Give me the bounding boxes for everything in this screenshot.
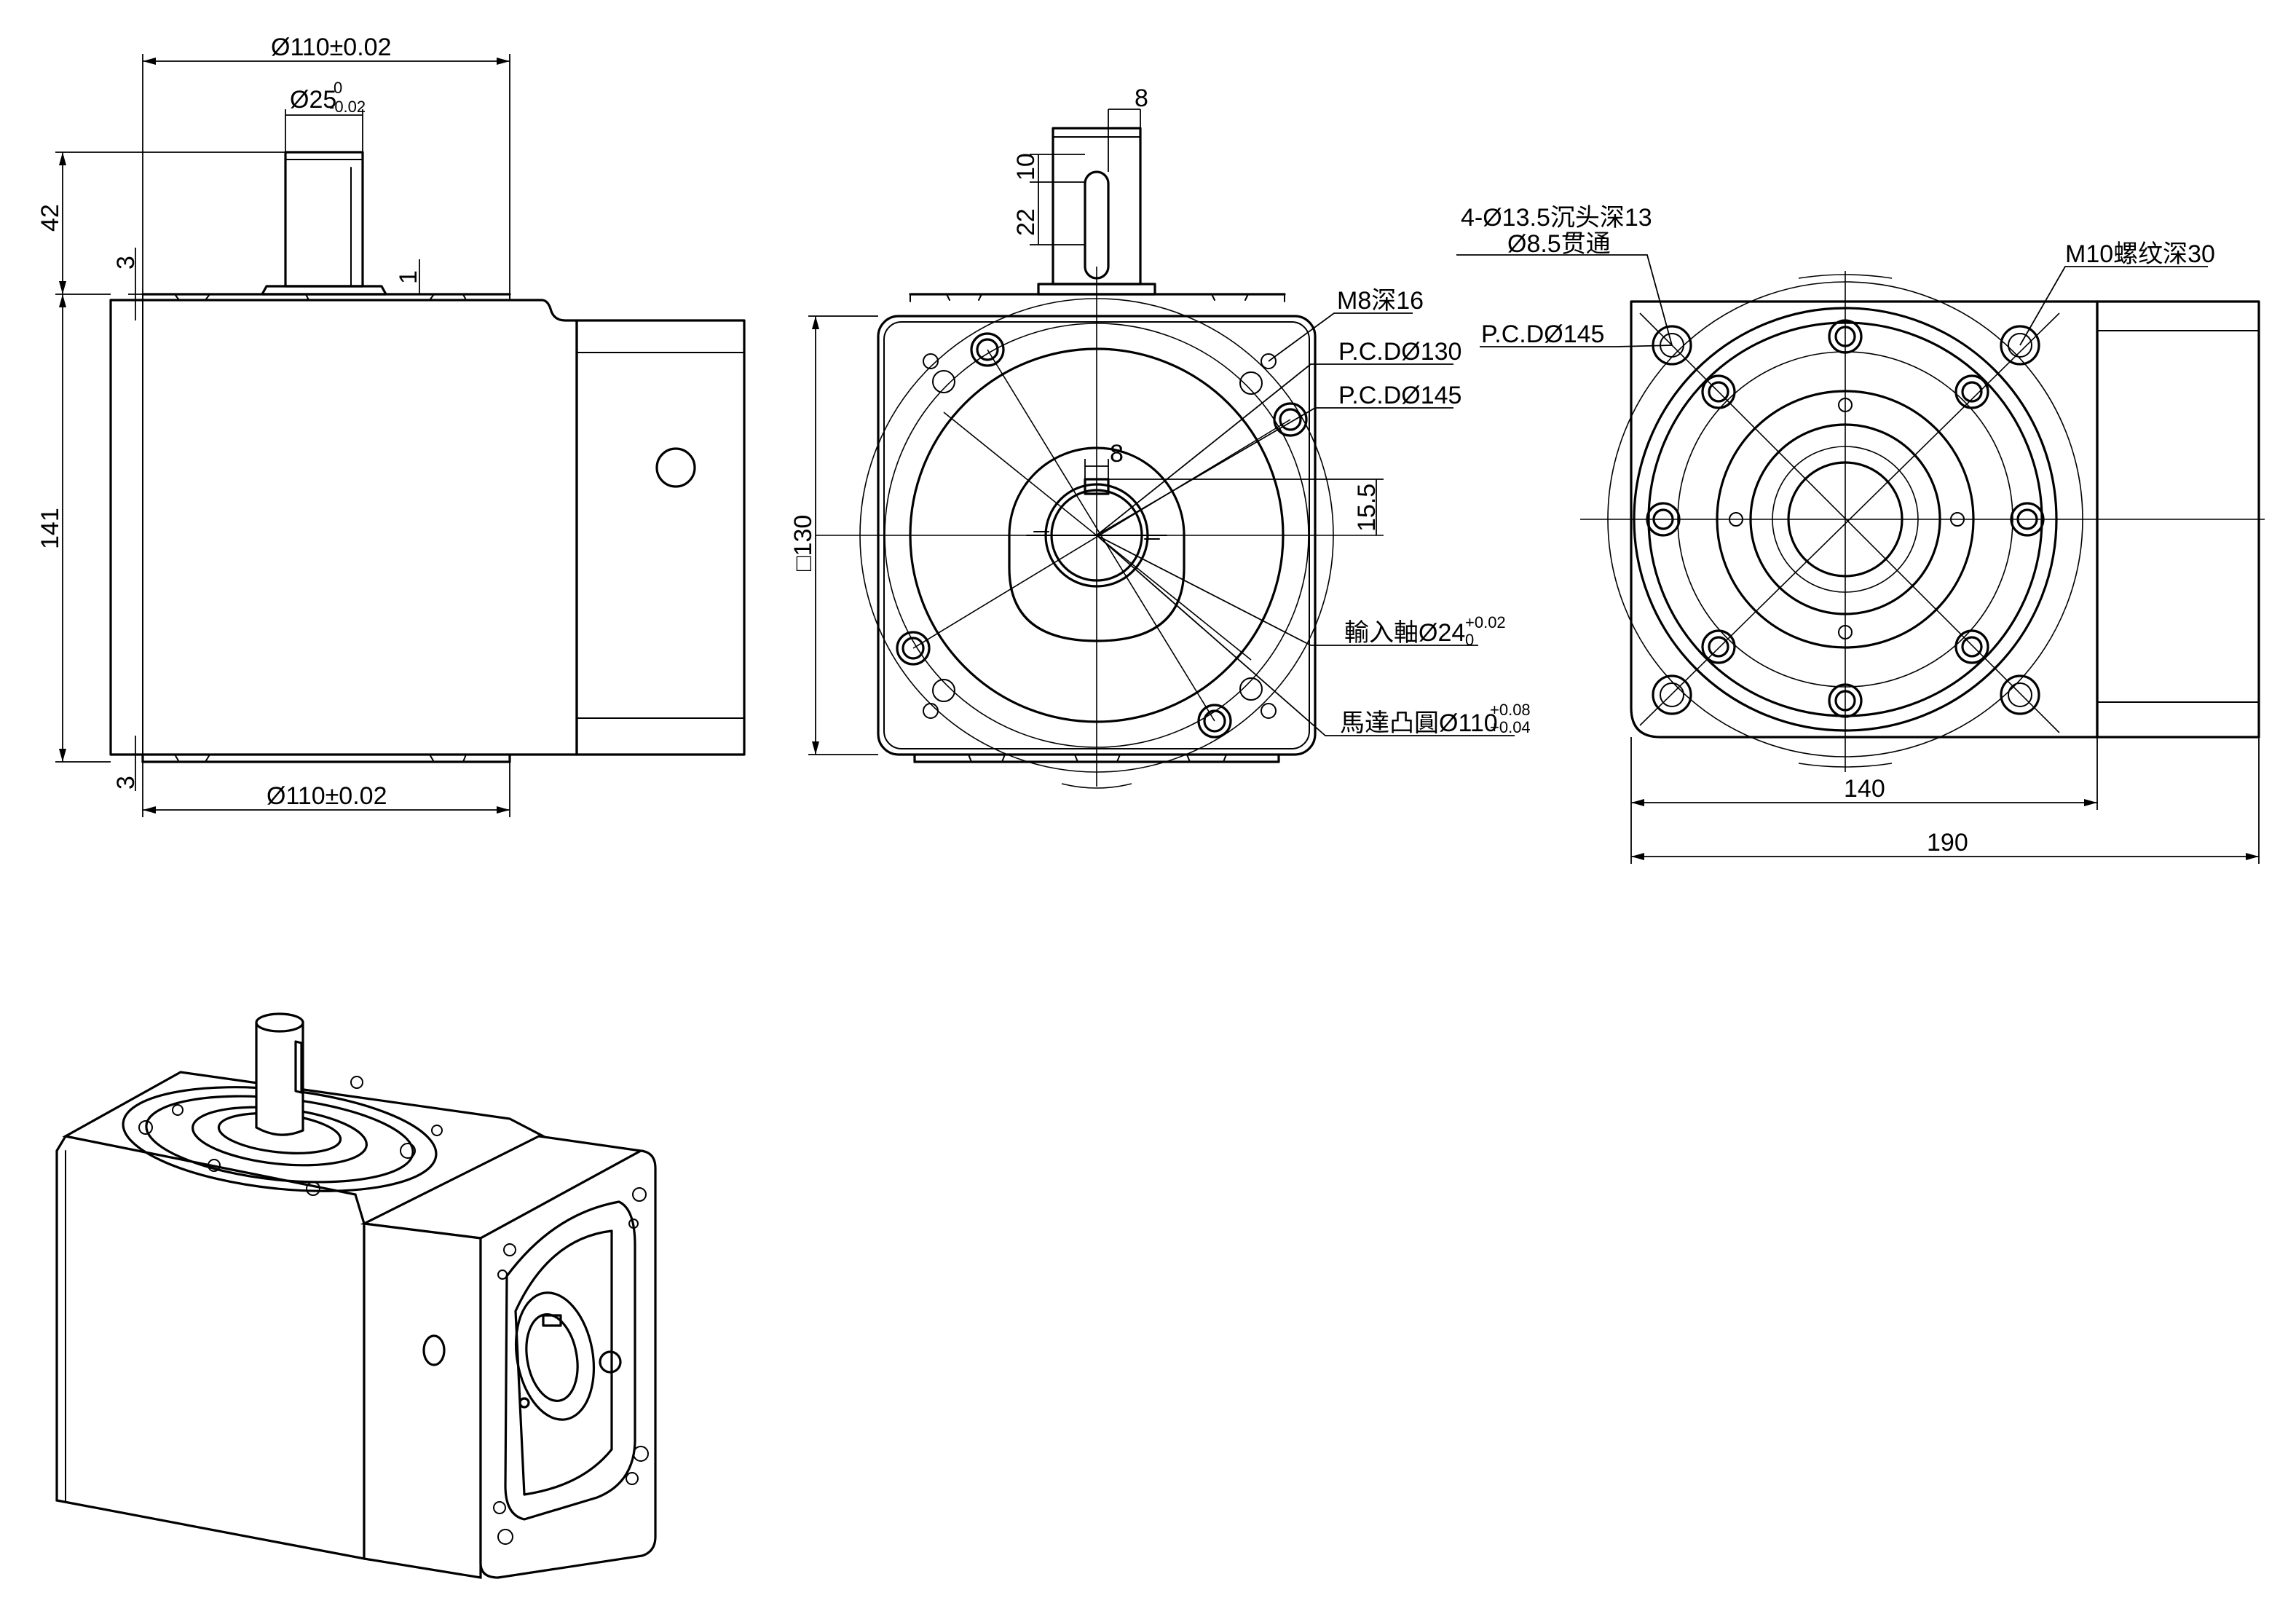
label-through-hole: Ø8.5贯通 bbox=[1507, 230, 1611, 258]
side-hole bbox=[655, 447, 696, 488]
front-view: 8 10 22 □130 8 15.5 M8深16 P.C.DØ130 P.C.… bbox=[789, 84, 1531, 789]
iso-output-shaft bbox=[255, 1021, 304, 1136]
label-input-shaft-tol-upper: +0.02 bbox=[1465, 613, 1506, 631]
shaft-collar bbox=[261, 285, 387, 296]
right-corner-holes bbox=[1652, 325, 2040, 715]
dim-top-flange-dia: Ø110±0.02 bbox=[271, 34, 391, 61]
label-pcd-145: P.C.DØ145 bbox=[1338, 382, 1461, 409]
dim-overall-length: 190 bbox=[1927, 829, 1968, 857]
dim-key-width-top: 8 bbox=[1135, 84, 1148, 112]
dim-shaft-tol-upper: 0 bbox=[334, 79, 342, 97]
dim-shaft-length: 42 bbox=[36, 204, 64, 232]
dim-square-size: □130 bbox=[789, 515, 817, 571]
label-motor-spigot-tol-upper: +0.08 bbox=[1490, 701, 1531, 719]
label-input-shaft-tol-lower: 0 bbox=[1465, 631, 1474, 649]
dim-shaft-tol-lower: -0.02 bbox=[329, 98, 366, 116]
dim-flange-width: 140 bbox=[1844, 775, 1885, 803]
label-motor-spigot-tol-lower: +0.04 bbox=[1490, 718, 1531, 736]
dim-bore-key-depth: 15.5 bbox=[1353, 484, 1381, 532]
dim-shaft-dia: Ø25 bbox=[290, 86, 336, 114]
iso-motor-side bbox=[363, 1222, 482, 1579]
dim-bore-key-width: 8 bbox=[1110, 440, 1124, 468]
iso-body-front bbox=[55, 1135, 366, 1560]
gearbox-housing bbox=[109, 299, 578, 756]
front-shaft bbox=[1052, 127, 1142, 286]
front-bolt-holes bbox=[896, 332, 1308, 739]
dim-top-step-small: 1 bbox=[395, 270, 422, 284]
label-pcd-130: P.C.DØ130 bbox=[1338, 338, 1461, 366]
dim-top-step: 3 bbox=[112, 256, 140, 269]
label-counterbore: 4-Ø13.5沉头深13 bbox=[1461, 204, 1652, 232]
label-tapped-holes: M8深16 bbox=[1337, 287, 1424, 315]
keyway bbox=[1084, 170, 1110, 280]
dim-bottom-step: 3 bbox=[112, 776, 140, 790]
dim-body-height: 141 bbox=[36, 508, 64, 549]
dim-bottom-flange-dia: Ø110±0.02 bbox=[267, 782, 387, 810]
front-tapped-holes bbox=[923, 353, 1277, 719]
dim-key-offset: 10 bbox=[1012, 153, 1040, 181]
iso-side-hole bbox=[422, 1334, 446, 1366]
label-motor-spigot: 馬達凸圓Ø110 bbox=[1340, 709, 1498, 737]
isometric-view bbox=[55, 1012, 657, 1579]
side-view: Ø110±0.02 Ø25 0 -0.02 42 3 1 141 3 bbox=[36, 34, 746, 817]
label-thread: M10螺纹深30 bbox=[2065, 240, 2215, 268]
label-right-pcd: P.C.DØ145 bbox=[1481, 320, 1604, 348]
label-input-shaft: 輸入軸Ø24 bbox=[1344, 619, 1465, 647]
right-flange bbox=[1630, 300, 2099, 739]
motor-adapter bbox=[575, 319, 746, 756]
right-view: 4-Ø13.5沉头深13 Ø8.5贯通 P.C.DØ145 M10螺纹深30 1… bbox=[1456, 204, 2265, 864]
dim-key-length: 22 bbox=[1012, 208, 1040, 236]
